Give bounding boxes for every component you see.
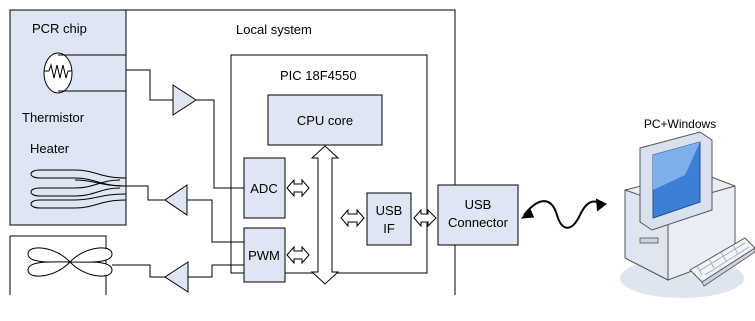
bidirectional-arrow-icon: [340, 208, 365, 228]
thermistor-label: Thermistor: [22, 110, 85, 125]
pcr-chip-title: PCR chip: [32, 21, 87, 36]
cpu-core-block: CPU core: [267, 94, 383, 146]
bidirectional-arrow-icon: [286, 178, 310, 198]
usb-connector-label-line1: USB: [465, 197, 492, 212]
signal-wires: [120, 69, 244, 278]
pwm-block: PWM: [243, 227, 286, 283]
heater-label: Heater: [30, 141, 70, 156]
usb-connector-label-line2: Connector: [448, 215, 509, 230]
cpu-core-label: CPU core: [297, 113, 353, 128]
fan-icon: [27, 247, 120, 277]
bidirectional-arrow-icon: [413, 208, 437, 228]
thermistor-icon: [43, 52, 126, 94]
heater-icon: [30, 169, 127, 209]
pwm-label: PWM: [248, 248, 280, 263]
usb-if-label-line2: IF: [383, 221, 395, 236]
pic-title: PIC 18F4550: [280, 68, 357, 83]
usb-connector-block: USB Connector: [437, 184, 519, 246]
usb-if-label-line1: USB: [376, 203, 403, 218]
amplifier-icon: [172, 84, 197, 116]
adc-block: ADC: [243, 157, 286, 219]
usb-cable: [520, 198, 607, 229]
adc-label: ADC: [250, 181, 277, 196]
bus-arrow-icon: [310, 145, 340, 285]
usb-if-block: USB IF: [366, 192, 412, 246]
local-system-title: Local system: [236, 22, 312, 37]
pc-label: PC+Windows: [644, 117, 716, 131]
amplifier-icon: [164, 261, 189, 293]
computer-icon: [620, 131, 744, 298]
keyboard-icon: [689, 237, 755, 287]
amplifier-icon: [164, 184, 188, 216]
bidirectional-arrow-icon: [286, 245, 310, 265]
pcr-chip-panel: PCR chip Thermistor Heater: [9, 9, 127, 226]
